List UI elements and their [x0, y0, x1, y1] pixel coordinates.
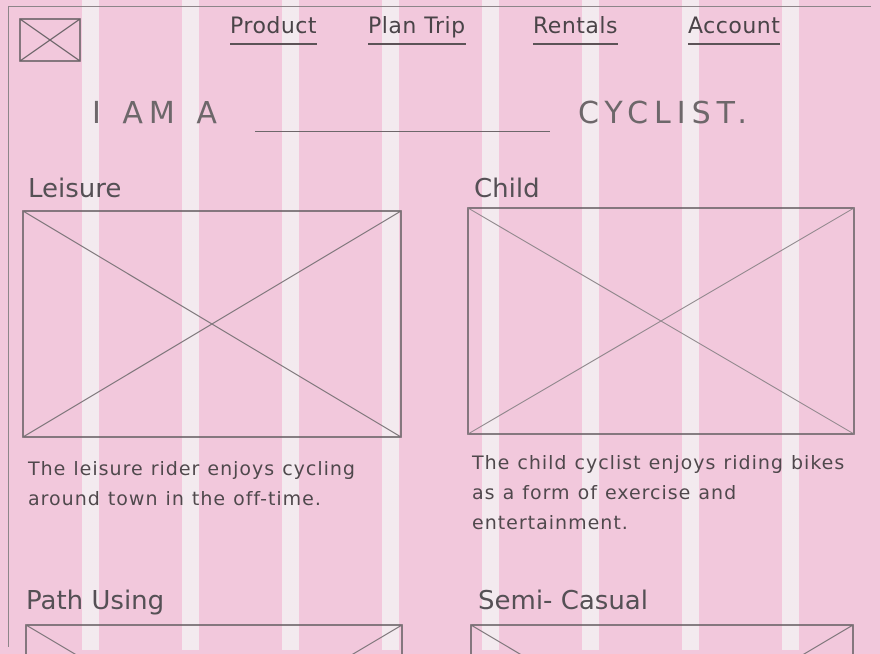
image-placeholder-icon[interactable]	[25, 624, 403, 654]
nav-account-label[interactable]: Account	[688, 14, 781, 45]
nav-item-rentals[interactable]: Rentals	[533, 14, 618, 45]
card-title-semi-casual: Semi- Casual	[478, 586, 648, 616]
cyclist-type-blank[interactable]	[255, 131, 550, 132]
nav-item-account[interactable]: Account	[688, 14, 781, 45]
nav-item-product[interactable]: Product	[230, 14, 318, 45]
card-title-path-using: Path Using	[26, 586, 165, 616]
nav-rentals-label[interactable]: Rentals	[533, 14, 618, 45]
nav-item-plan-trip[interactable]: Plan Trip	[368, 14, 466, 45]
card-title-leisure: Leisure	[28, 174, 122, 204]
nav-plan-trip-label[interactable]: Plan Trip	[368, 14, 466, 45]
hero-suffix: CYCLIST.	[578, 96, 753, 131]
image-placeholder-icon[interactable]	[467, 207, 855, 435]
image-placeholder-icon[interactable]	[470, 624, 854, 654]
sketch-frame	[8, 6, 871, 647]
card-title-child: Child	[474, 174, 540, 204]
hero-prefix: I AM A	[92, 96, 223, 131]
card-description-child: The child cyclist enjoys riding bikes as…	[472, 452, 846, 534]
logo-placeholder-icon[interactable]	[19, 18, 81, 62]
card-description-leisure: The leisure rider enjoys cycling around …	[28, 458, 356, 510]
nav-product-label[interactable]: Product	[230, 14, 318, 45]
image-placeholder-icon[interactable]	[22, 210, 402, 438]
